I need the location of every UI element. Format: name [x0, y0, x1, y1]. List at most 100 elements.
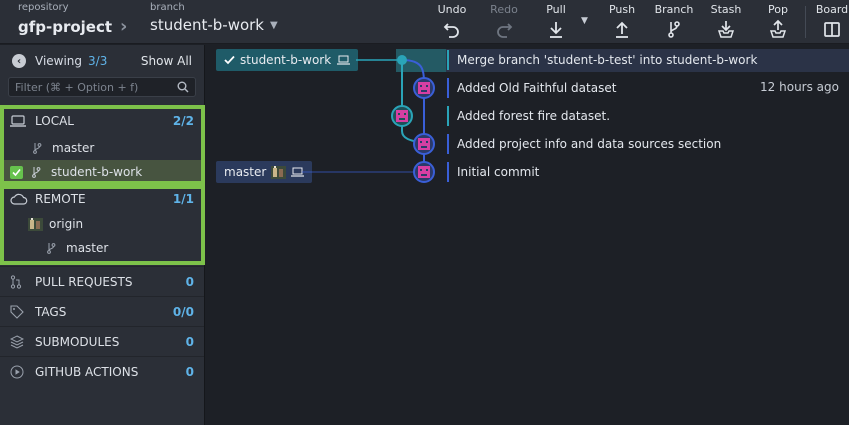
push-icon: [600, 19, 644, 39]
commit-avatar-node[interactable]: [413, 133, 435, 155]
local-branch-student-b-work[interactable]: student-b-work: [0, 160, 204, 184]
filter-input[interactable]: [15, 80, 177, 94]
redo-button[interactable]: Redo: [482, 3, 526, 39]
undo-icon: [430, 19, 474, 39]
remote-avatar-icon: [271, 165, 287, 179]
branch-label: Branch: [654, 3, 694, 16]
master-branch-label[interactable]: master: [216, 161, 313, 183]
laptop-icon: [10, 115, 28, 127]
commit-message[interactable]: Merge branch 'student-b-test' into stude…: [457, 53, 758, 67]
push-button[interactable]: Push: [600, 3, 644, 39]
branch-name[interactable]: student-b-work: [150, 16, 264, 34]
repository-name[interactable]: gfp-project: [18, 17, 113, 36]
redo-icon: [482, 19, 526, 39]
push-label: Push: [608, 3, 636, 16]
selected-commit-row[interactable]: [402, 49, 849, 72]
branch-caption: branch: [150, 2, 185, 13]
branch-button[interactable]: Branch: [652, 3, 696, 39]
local-label: LOCAL: [35, 114, 74, 128]
remote-section-header[interactable]: REMOTE 1/1: [0, 184, 204, 212]
commit-avatar-node[interactable]: [391, 105, 413, 127]
tags-label: TAGS: [35, 304, 67, 319]
branch-icon: [32, 142, 46, 154]
toolbar-divider: [805, 6, 806, 38]
pull-options-caret-icon[interactable]: ▼: [581, 16, 588, 26]
repository-caption: repository: [18, 2, 69, 13]
commit-lane-marker: [447, 50, 449, 70]
pop-button[interactable]: Pop: [756, 3, 800, 39]
remote-avatar-icon: [28, 217, 43, 231]
pull-button[interactable]: Pull: [534, 3, 578, 39]
chevron-down-icon[interactable]: ▼: [270, 19, 278, 31]
tag-icon: [10, 304, 28, 319]
stash-button[interactable]: Stash: [704, 3, 748, 39]
commit-timestamp: 12 hours ago: [760, 80, 839, 94]
commit-lane-marker: [447, 106, 449, 126]
left-panel: ‹ Viewing 3/3 Show All LOCAL 2/2 master …: [0, 45, 205, 425]
commit-graph: [302, 55, 435, 183]
remote-origin[interactable]: origin: [0, 212, 204, 236]
branch-selector[interactable]: branch student-b-work ▼: [150, 2, 278, 34]
commit-avatar-node[interactable]: [413, 161, 435, 183]
pop-icon: [756, 19, 800, 39]
viewing-count: 3/3: [88, 54, 108, 68]
submodules-label: SUBMODULES: [35, 334, 120, 349]
cloud-icon: [10, 193, 28, 205]
toolbar: repository gfp-project › branch student-…: [0, 0, 849, 44]
pop-label: Pop: [768, 3, 788, 16]
tags-section-header[interactable]: TAGS 0/0: [0, 296, 204, 326]
undo-label: Undo: [437, 3, 467, 16]
current-branch-label[interactable]: student-b-work: [216, 49, 359, 71]
undo-button[interactable]: Undo: [430, 3, 474, 39]
board-icon: [812, 19, 849, 39]
redo-label: Redo: [490, 3, 518, 16]
branch-icon: [652, 19, 696, 39]
commit-lane-marker: [447, 162, 449, 182]
remote-count: 1/1: [172, 191, 194, 206]
board-label: Board: [815, 3, 849, 16]
commit-message[interactable]: Initial commit: [457, 165, 540, 179]
submodules-section-header[interactable]: SUBMODULES 0: [0, 326, 204, 356]
board-button[interactable]: Board: [812, 3, 849, 39]
local-branch-master[interactable]: master: [0, 136, 204, 160]
commit-message[interactable]: Added forest fire dataset.: [457, 109, 611, 123]
viewing-label: Viewing: [35, 54, 83, 68]
pull-requests-section-header[interactable]: PULL REQUESTS 0: [0, 266, 204, 296]
collapse-panel-icon[interactable]: ‹: [12, 54, 26, 68]
show-all-button[interactable]: Show All: [140, 54, 192, 68]
commit-message[interactable]: Added Old Faithful dataset: [457, 81, 617, 95]
branch-icon: [46, 242, 60, 254]
submodules-count: 0: [185, 334, 194, 349]
merge-row-graph-highlight: [396, 49, 446, 72]
github-actions-count: 0: [185, 364, 194, 379]
local-section-header[interactable]: LOCAL 2/2: [0, 106, 204, 136]
remote-branch-master[interactable]: master: [0, 236, 204, 260]
remote-origin-label: origin: [49, 217, 84, 231]
master-branch-name: master: [224, 165, 267, 179]
repository-selector[interactable]: repository gfp-project ›: [18, 2, 127, 37]
filter-box[interactable]: [8, 77, 196, 97]
viewing-bar: ‹ Viewing 3/3 Show All: [0, 45, 204, 77]
checkmark-icon: [224, 55, 235, 65]
github-actions-section-header[interactable]: GITHUB ACTIONS 0: [0, 356, 204, 386]
github-actions-label: GITHUB ACTIONS: [35, 364, 139, 379]
commit-avatar-node[interactable]: [413, 77, 435, 99]
commit-message[interactable]: Added project info and data sources sect…: [457, 137, 722, 151]
merge-commit-node[interactable]: [397, 55, 407, 65]
laptop-icon: [291, 167, 305, 177]
laptop-icon: [337, 55, 351, 65]
commit-lane-marker: [447, 134, 449, 154]
pull-requests-count: 0: [185, 274, 194, 289]
play-icon: [10, 365, 28, 379]
pull-requests-label: PULL REQUESTS: [35, 274, 133, 289]
commit-lane-marker: [447, 78, 449, 98]
branch-label: master: [52, 141, 95, 155]
chevron-right-icon: ›: [120, 16, 128, 37]
tags-count: 0/0: [172, 304, 194, 319]
branch-label: student-b-work: [51, 165, 143, 179]
branch-label: master: [66, 241, 109, 255]
remote-label: REMOTE: [35, 191, 86, 206]
stash-icon: [704, 19, 748, 39]
commit-graph-panel: student-b-work master: [206, 45, 849, 425]
local-count: 2/2: [172, 114, 194, 128]
